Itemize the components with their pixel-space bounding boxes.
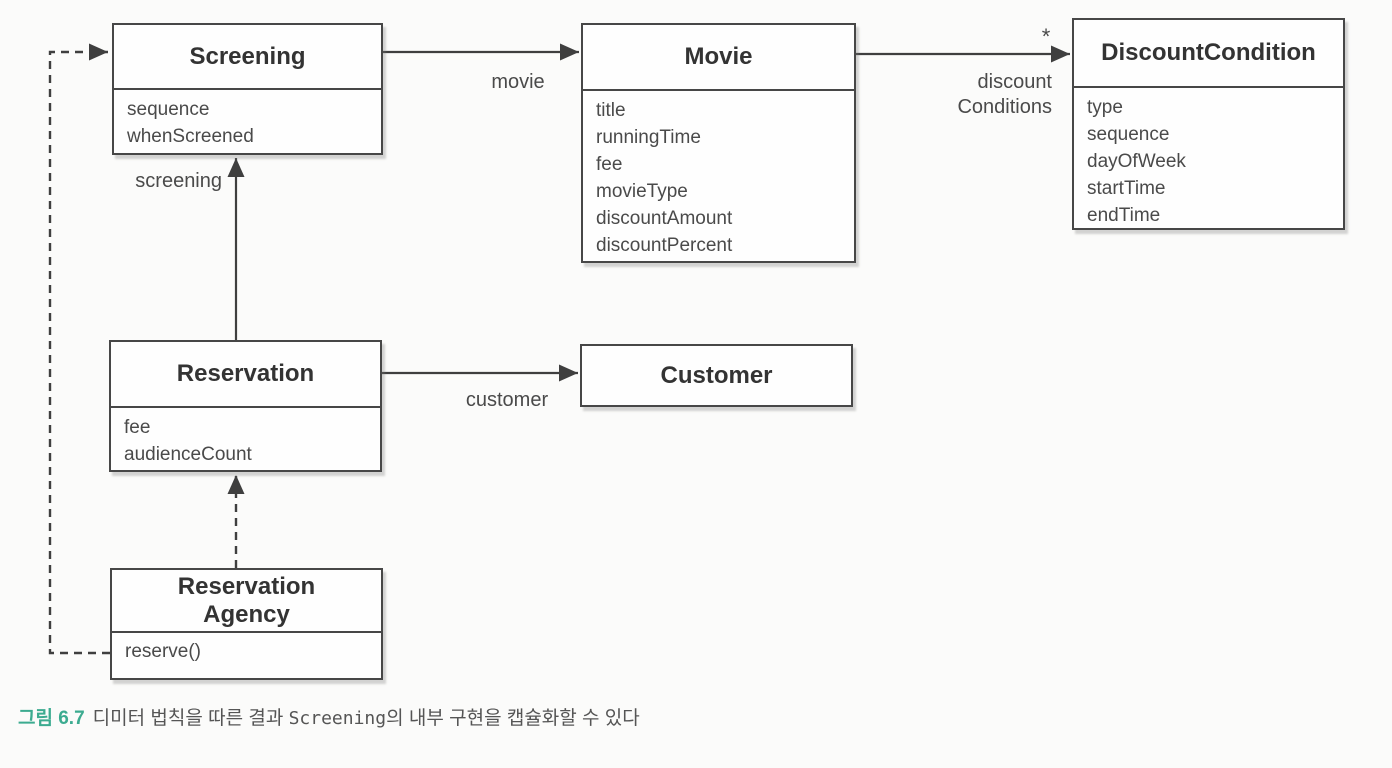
- attribute: sequence: [127, 99, 210, 120]
- edge-label-discount-conditions: discount Conditions: [920, 70, 1052, 120]
- class-title: DiscountCondition: [1101, 39, 1316, 66]
- attribute: fee: [596, 154, 623, 175]
- attribute: discountPercent: [596, 235, 733, 256]
- figure-caption: 그림 6.7 디미터 법칙을 따른 결과 Screening의 내부 구현을 캡슐…: [18, 703, 640, 730]
- class-operations: reserve(): [112, 631, 381, 665]
- attribute: audienceCount: [124, 444, 252, 465]
- attribute: startTime: [1087, 178, 1166, 199]
- class-box-reservation-agency: Reservation Agency reserve(): [110, 568, 383, 680]
- attribute: endTime: [1087, 205, 1161, 226]
- class-title: Reservation Agency: [177, 572, 316, 628]
- class-attributes: title runningTime fee movieType discount…: [583, 89, 854, 259]
- attribute: runningTime: [596, 127, 701, 148]
- class-attributes: fee audienceCount: [111, 406, 380, 468]
- edge-label-movie: movie: [491, 71, 545, 93]
- class-box-reservation: Reservation fee audienceCount: [109, 340, 382, 472]
- attribute: dayOfWeek: [1087, 151, 1186, 172]
- class-title: Customer: [660, 361, 773, 389]
- edge-label-customer: customer: [465, 389, 549, 411]
- operation: reserve(): [125, 641, 202, 662]
- attribute: title: [596, 100, 626, 121]
- class-box-customer: Customer: [580, 344, 853, 407]
- edge-label-line: Conditions: [957, 96, 1052, 118]
- class-title: Screening: [189, 42, 306, 70]
- class-attributes: sequence whenScreened: [114, 88, 381, 150]
- caption-code: Screening: [288, 708, 387, 729]
- attribute: whenScreened: [127, 126, 254, 147]
- class-box-screening: Screening sequence whenScreened: [112, 23, 383, 155]
- caption-text: 의 내부 구현을 캡슐화할 수 있다: [386, 708, 640, 729]
- class-box-movie: Movie title runningTime fee movieType di…: [581, 23, 856, 263]
- class-title: Movie: [684, 43, 753, 70]
- multiplicity-star: *: [1041, 24, 1051, 49]
- attribute: fee: [124, 417, 151, 438]
- edge-label-line: discount: [977, 71, 1053, 93]
- caption-text: 디미터 법칙을 따른 결과: [92, 708, 289, 729]
- attribute: movieType: [596, 181, 688, 202]
- figure-number: 그림 6.7: [18, 708, 85, 729]
- attribute: sequence: [1087, 124, 1170, 145]
- class-box-discount-condition: DiscountCondition type sequence dayOfWee…: [1072, 18, 1345, 230]
- class-title: Reservation: [176, 360, 315, 387]
- edge-label-screening: screening: [135, 170, 222, 192]
- attribute: discountAmount: [596, 208, 733, 229]
- attribute: type: [1087, 97, 1123, 118]
- class-attributes: type sequence dayOfWeek startTime endTim…: [1074, 86, 1343, 229]
